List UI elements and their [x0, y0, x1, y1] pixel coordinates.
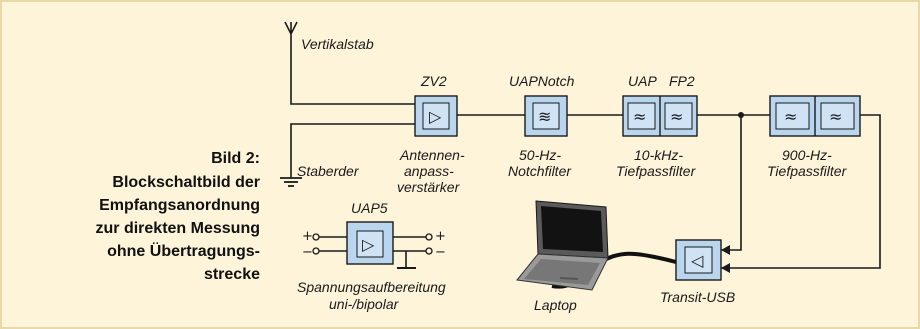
- fp2-inner-right: [664, 102, 693, 130]
- terminal-out-plus: [425, 233, 433, 241]
- antenna-icon: [284, 21, 415, 105]
- lowpass900-desc-1: 900-Hz-: [782, 147, 832, 163]
- lowpass-icon-left: ≈: [633, 107, 646, 126]
- zv2-inner: [422, 102, 450, 130]
- lowpass900-icon-left: ≈: [784, 107, 797, 126]
- amplifier-icon: ▷: [429, 107, 442, 126]
- lowpass900-icon-right: ≈: [829, 107, 842, 126]
- caption-line-2: Blockschaltbild der: [112, 174, 260, 191]
- zv2-desc-2: anpass-: [404, 163, 454, 179]
- zv2-desc-1: Antennen-: [399, 147, 465, 163]
- notch-name: UAPNotch: [509, 73, 575, 89]
- notch-desc-2: Notchfilter: [508, 163, 572, 179]
- caption-line-6: strecke: [204, 266, 260, 283]
- uap5-out-minus-sign: −: [435, 245, 446, 260]
- caption-line-3: Empfangsanordnung: [99, 197, 260, 214]
- terminal-in-plus: [312, 233, 320, 241]
- ground-icon: [280, 123, 415, 187]
- caption-line-4: zur direkten Messung: [96, 220, 260, 237]
- uap5-desc-1: Spannungsaufbereitung: [297, 279, 446, 295]
- arrow-to-transit-upper: [721, 245, 730, 255]
- zv2-desc-3: verstärker: [397, 179, 461, 195]
- notch-desc-1: 50-Hz-: [519, 147, 561, 163]
- uap5-inner: [356, 230, 384, 258]
- uap5-in-minus-sign: −: [302, 245, 313, 260]
- laptop-icon: [516, 200, 609, 291]
- ground-label: Staberder: [297, 163, 360, 179]
- fp2-name-left: UAP: [628, 73, 657, 89]
- transit-label: Transit-USB: [660, 289, 735, 305]
- terminal-out-minus: [425, 247, 433, 255]
- uap5-ground-icon: [397, 251, 416, 269]
- lowpass-icon-right: ≈: [670, 107, 683, 126]
- uap5-desc-2: uni-/bipolar: [329, 296, 400, 312]
- figure-caption: Bild 2: Blockschaltbild der Empfangsanor…: [96, 150, 261, 283]
- fp2-inner-left: [627, 102, 656, 130]
- uap5-amplifier-icon: ▷: [362, 235, 375, 254]
- fp2-desc-2: Tiefpassfilter: [616, 163, 697, 179]
- uap5-in-plus-sign: +: [302, 229, 313, 244]
- transit-inner: [684, 246, 713, 274]
- notch-filter-icon: ≋: [538, 107, 551, 126]
- lowpass900-desc-2: Tiefpassfilter: [767, 163, 848, 179]
- antenna-rod-label: Vertikalstab: [301, 36, 374, 52]
- wire-900hz-transit: [721, 114, 881, 269]
- fp2-name-right: FP2: [669, 73, 695, 89]
- terminal-in-minus: [312, 247, 320, 255]
- caption-line-1: Bild 2:: [211, 150, 260, 167]
- notch-inner: [532, 102, 560, 130]
- uap5-name: UAP5: [351, 200, 388, 216]
- uap5-out-plus-sign: +: [435, 229, 446, 244]
- lowpass900-inner-right: [820, 102, 855, 130]
- laptop-label: Laptop: [534, 297, 577, 313]
- caption-line-5: ohne Übertragungs-: [107, 241, 260, 260]
- fp2-desc-1: 10-kHz-: [634, 147, 683, 163]
- zv2-name: ZV2: [420, 73, 447, 89]
- lowpass900-inner-left: [775, 102, 810, 130]
- wire-node-transit: [721, 115, 742, 251]
- arrow-to-transit-lower: [721, 263, 730, 273]
- transit-icon: ◁: [690, 251, 704, 270]
